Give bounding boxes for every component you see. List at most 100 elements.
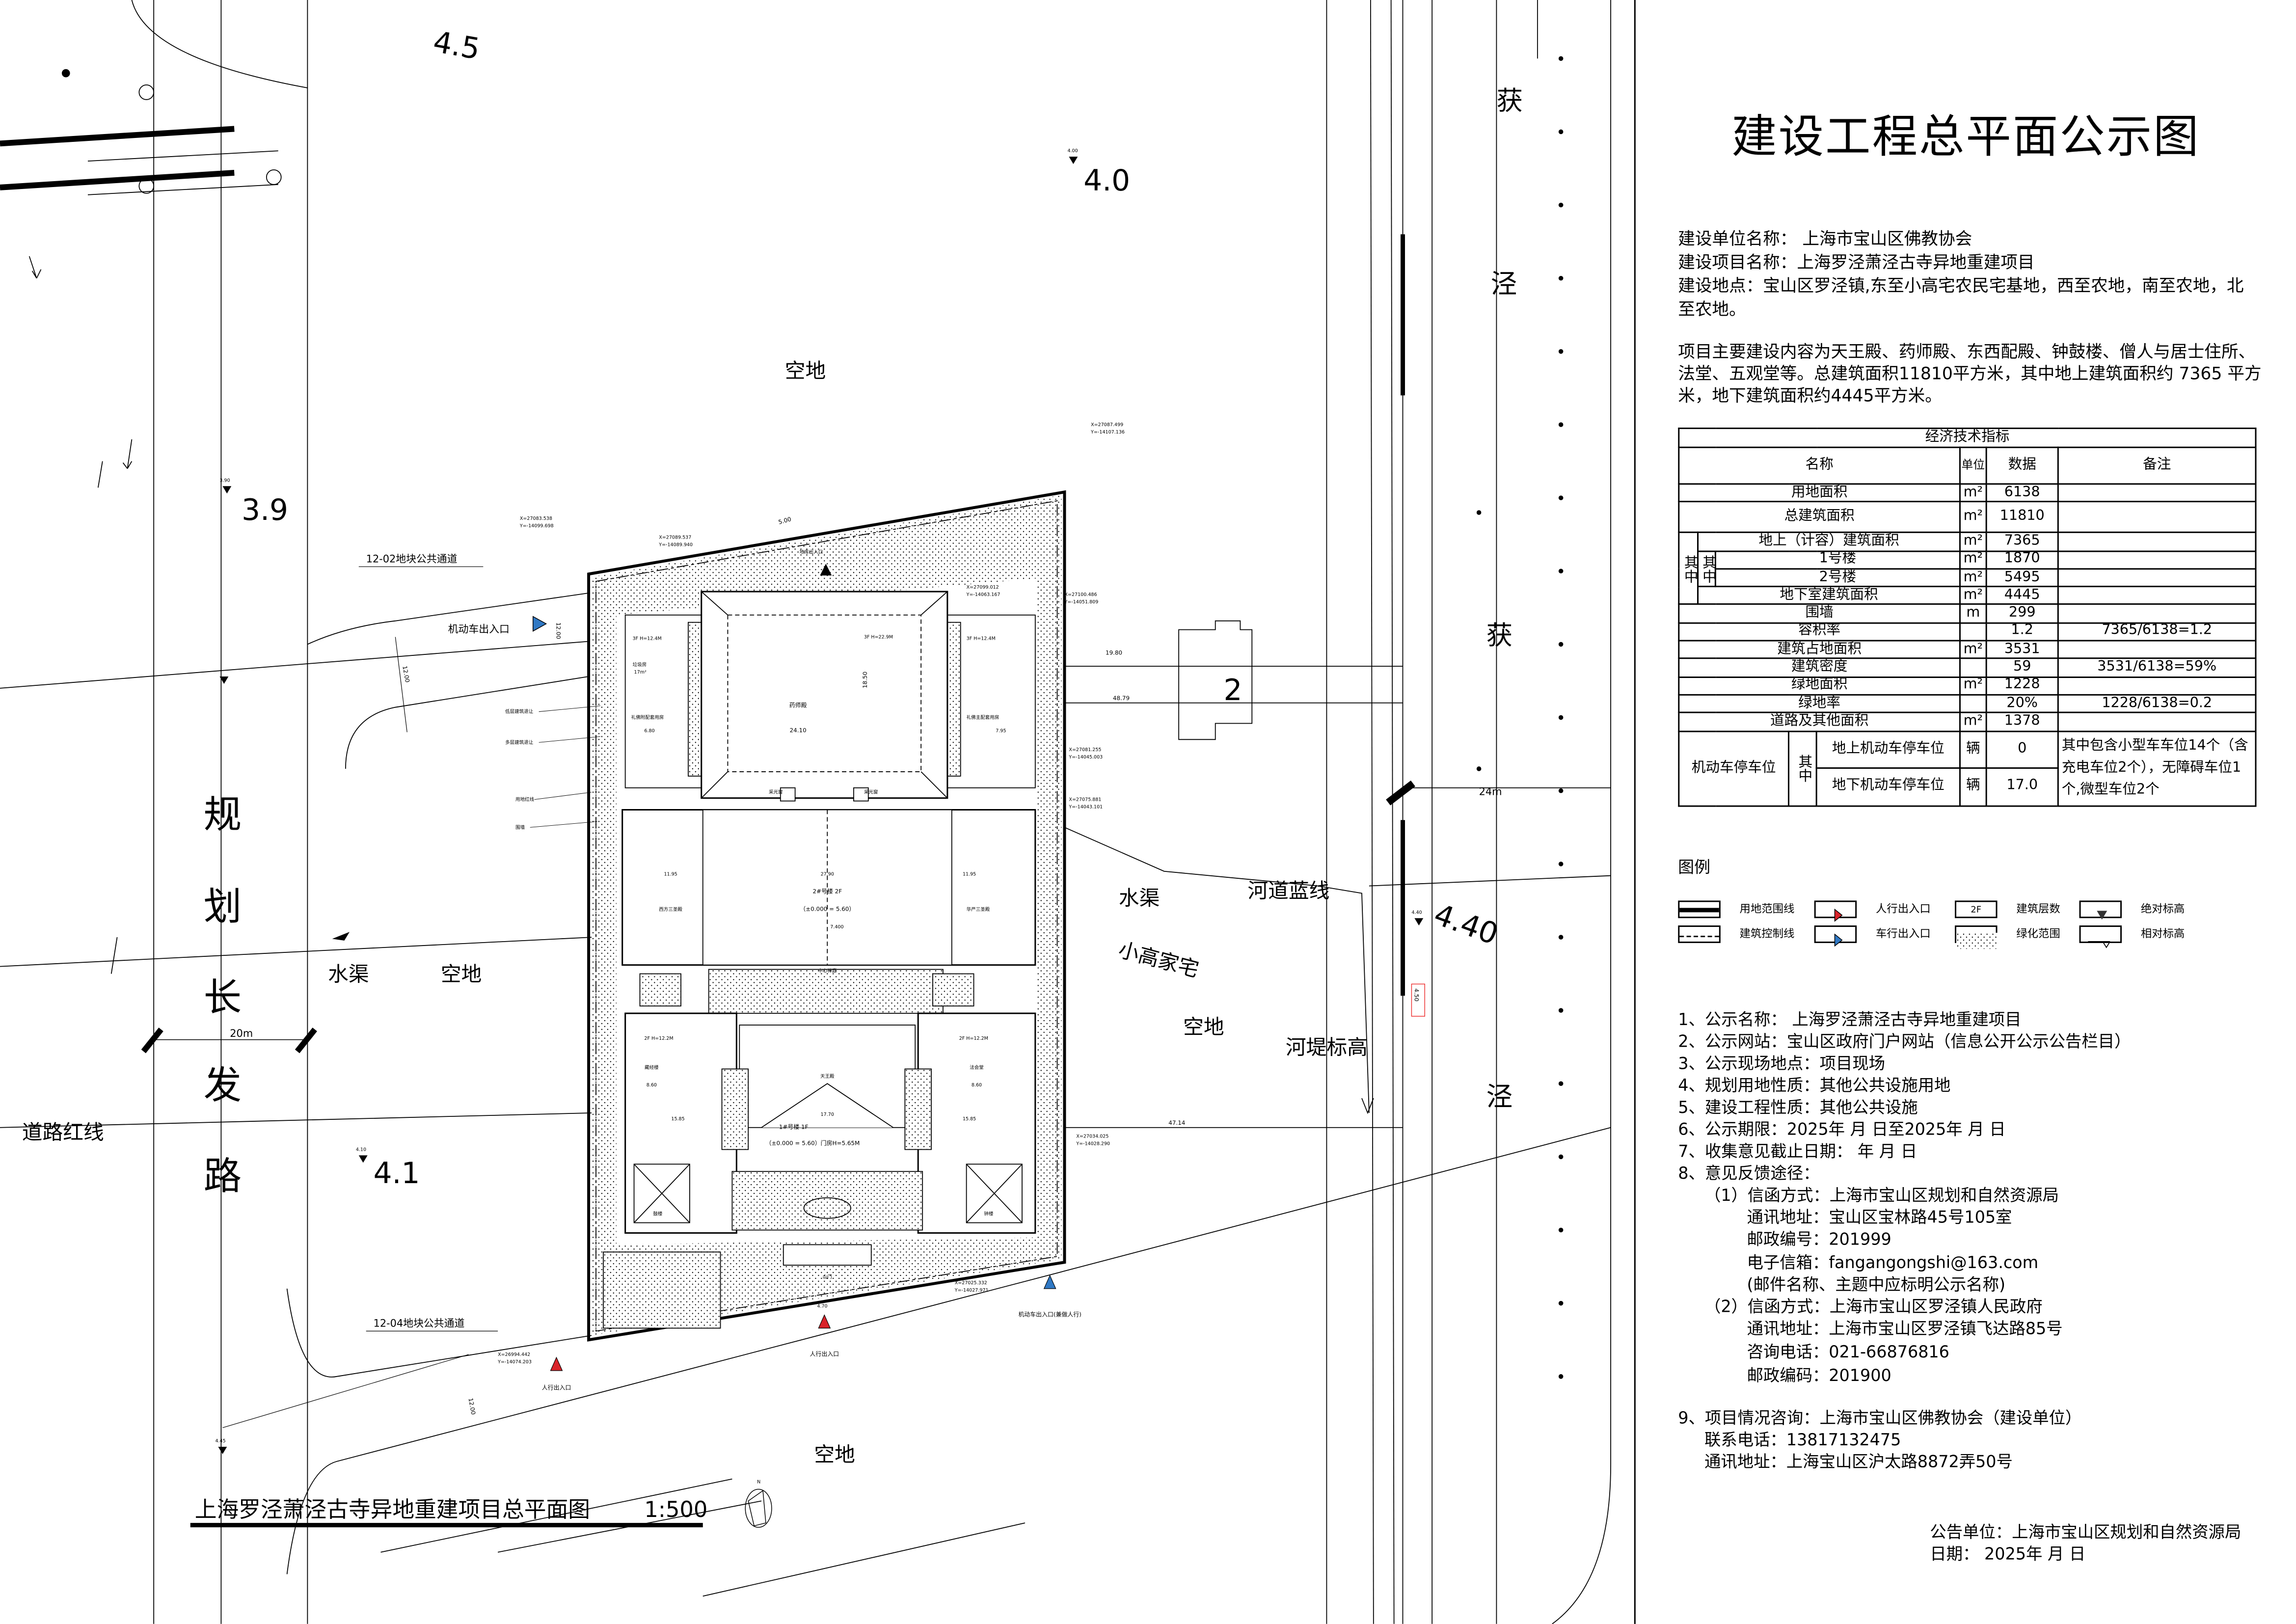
north-label: N — [757, 1480, 760, 1485]
cell-unit: m — [1959, 604, 1987, 624]
feedback-note: (邮件名称、主题中应标明公示名称) — [1747, 1275, 2006, 1295]
abs-elevation-markers — [218, 157, 1424, 1454]
dim: 15.85 — [671, 1116, 684, 1122]
dike-value: 4.50 — [1413, 988, 1420, 1001]
feedback-channel-1: （1）信函方式：上海市宝山区规划和自然资源局 — [1704, 1186, 2059, 1205]
info-description: 项目主要建设内容为天王殿、药师殿、东西配殿、钟鼓楼、僧人与居士住所、 — [1678, 341, 2256, 362]
elevation: 4.40 — [1411, 910, 1422, 915]
cell-unit: m² — [1959, 501, 1987, 534]
label-village: 小高家宅 — [1116, 937, 1201, 982]
page-title: 建设工程总平面公示图 — [1731, 111, 2200, 164]
cell-data: 1378 — [1985, 712, 2059, 732]
cell-name: 道路及其他面积 — [1678, 712, 1961, 732]
label-river-blue-line: 河道蓝线 — [1247, 878, 1329, 902]
legend-label: 相对标高 — [2140, 927, 2185, 940]
cell-name: 总建筑面积 — [1678, 501, 1961, 534]
info-description: 法堂、五观堂等。总建筑面积11810平方米，其中地上建筑面积约 7365 平方 — [1678, 363, 2262, 384]
feedback-channel-2: （2）信函方式：上海市宝山区罗泾镇人民政府 — [1704, 1297, 2043, 1317]
ped-entry-icon — [818, 1314, 831, 1328]
notice-item: 6、公示期限：2025年 月 日至2025年 月 日 — [1678, 1120, 2006, 1139]
cell-group: 其中 — [1678, 532, 1699, 606]
ped-entry-icon — [1814, 900, 1857, 922]
notice-item: 5、建设工程性质：其他公共设施 — [1678, 1098, 1918, 1117]
elevation: 4.10 — [356, 1147, 366, 1152]
control-line-icon — [1678, 925, 1721, 943]
cell-unit: 辆 — [1959, 766, 1987, 807]
height-label: 3F H=12.4M — [967, 636, 996, 641]
cell-remark — [2057, 712, 2257, 732]
coordinate: X=27081.255 — [1069, 747, 1101, 753]
river-char: 获 — [1496, 85, 1523, 116]
site-plan-drawing: 规 划 长 发 路 12-02地块公共通道 12-04地块公共通道 机动车出入口… — [0, 0, 1611, 1624]
cell-data: 299 — [1985, 604, 2059, 624]
cell-data: 1228 — [1985, 676, 2059, 696]
header-unit: 单位 — [1959, 446, 1987, 485]
cell-unit: m² — [1959, 483, 1987, 503]
dim: 24.10 — [790, 727, 807, 733]
cell-name: 绿地面积 — [1678, 676, 1961, 696]
legend-label: 建筑层数 — [2016, 902, 2060, 916]
info-location: 建设地点：宝山区罗泾镇,东至小高宅农民宅基地，西至农地，南至农地，北 — [1678, 275, 2244, 296]
dim: 7.95 — [996, 728, 1006, 733]
dim: 8.60 — [972, 1083, 982, 1088]
coordinate: X=27099.012 — [967, 585, 999, 590]
cell-data: 59 — [1985, 658, 2059, 678]
building-2-elevation: （±0.000 = 5.60） — [800, 905, 855, 912]
label-road-red-line: 道路红线 — [22, 1120, 104, 1144]
elevation: 4.00 — [1067, 148, 1078, 154]
north-arrow-icon: N — [745, 1480, 772, 1528]
road-name-char: 发 — [204, 1063, 242, 1108]
width-label-20m: 20m — [230, 1028, 253, 1039]
legend-label: 用地范围线 — [1739, 902, 1795, 916]
cell-remark — [2057, 640, 2257, 660]
car-entry-label: 机动车出入口 — [448, 623, 510, 635]
cell-name: 建筑占地面积 — [1678, 640, 1961, 660]
header-data: 数据 — [1985, 446, 2059, 485]
dim: 27.90 — [821, 872, 834, 877]
cell-data: 20% — [1985, 694, 2059, 714]
coordinate: Y=-14045.003 — [1068, 755, 1103, 760]
label-west-hall: 西方三圣殿 — [659, 906, 682, 912]
cell-remark: 7365/6138=1.2 — [2057, 622, 2257, 642]
info-unit: 建设单位名称： 上海市宝山区佛教协会 — [1678, 228, 1972, 249]
width-label-24m: 24m — [1479, 786, 1502, 798]
cell-remark — [2057, 676, 2257, 696]
header-remark: 备注 — [2057, 446, 2257, 485]
cell-data: 3531 — [1985, 640, 2059, 660]
height-label: 3F H=12.4M — [633, 636, 662, 641]
dim: 17.70 — [821, 1112, 834, 1117]
cell-data: 7365 — [1985, 532, 2059, 552]
label-yaoshi-hall: 药师殿 — [789, 702, 807, 709]
public-path-lines — [0, 593, 1611, 1597]
label-bell-tower: 钟楼 — [984, 1211, 994, 1217]
dim: 6.80 — [644, 728, 654, 733]
cell-name: 2号楼 — [1714, 568, 1961, 588]
legend-label: 绝对标高 — [2140, 902, 2185, 916]
dim: 18.50 — [862, 672, 868, 688]
dim: 19.80 — [1106, 649, 1122, 656]
dim: 48.79 — [1113, 695, 1130, 702]
notice-item: 4、规划用地性质：其他公共设施用地 — [1678, 1076, 1951, 1096]
label-sutra-hall: 藏经楼 — [645, 1064, 659, 1070]
dim: 15.85 — [963, 1116, 976, 1122]
cell-data: 0 — [1985, 730, 2059, 768]
buildings — [603, 591, 1036, 1329]
label-red-line: 用地红线 — [515, 797, 535, 803]
cell-remark — [2057, 604, 2257, 624]
cell-name: 围墙 — [1678, 604, 1961, 624]
label-garbage-room: 垃圾房 — [633, 662, 647, 668]
cell-remark — [2057, 586, 2257, 606]
label-canal: 水渠 — [1119, 886, 1160, 910]
label-drum-tower: 鼓楼 — [653, 1211, 663, 1217]
cell-unit: m² — [1959, 712, 1987, 732]
notice-item: 7、收集意见截止日期： 年 月 日 — [1678, 1142, 1918, 1162]
feedback-email[interactable]: 电子信箱：fangangongshi@163.com — [1747, 1253, 2039, 1273]
title-underline — [190, 1523, 703, 1528]
notice-item: 2、公示网站：宝山区政府门户网站（信息公开公示公告栏目） — [1678, 1032, 2131, 1052]
height-label: 2F H=12.2M — [959, 1036, 988, 1041]
